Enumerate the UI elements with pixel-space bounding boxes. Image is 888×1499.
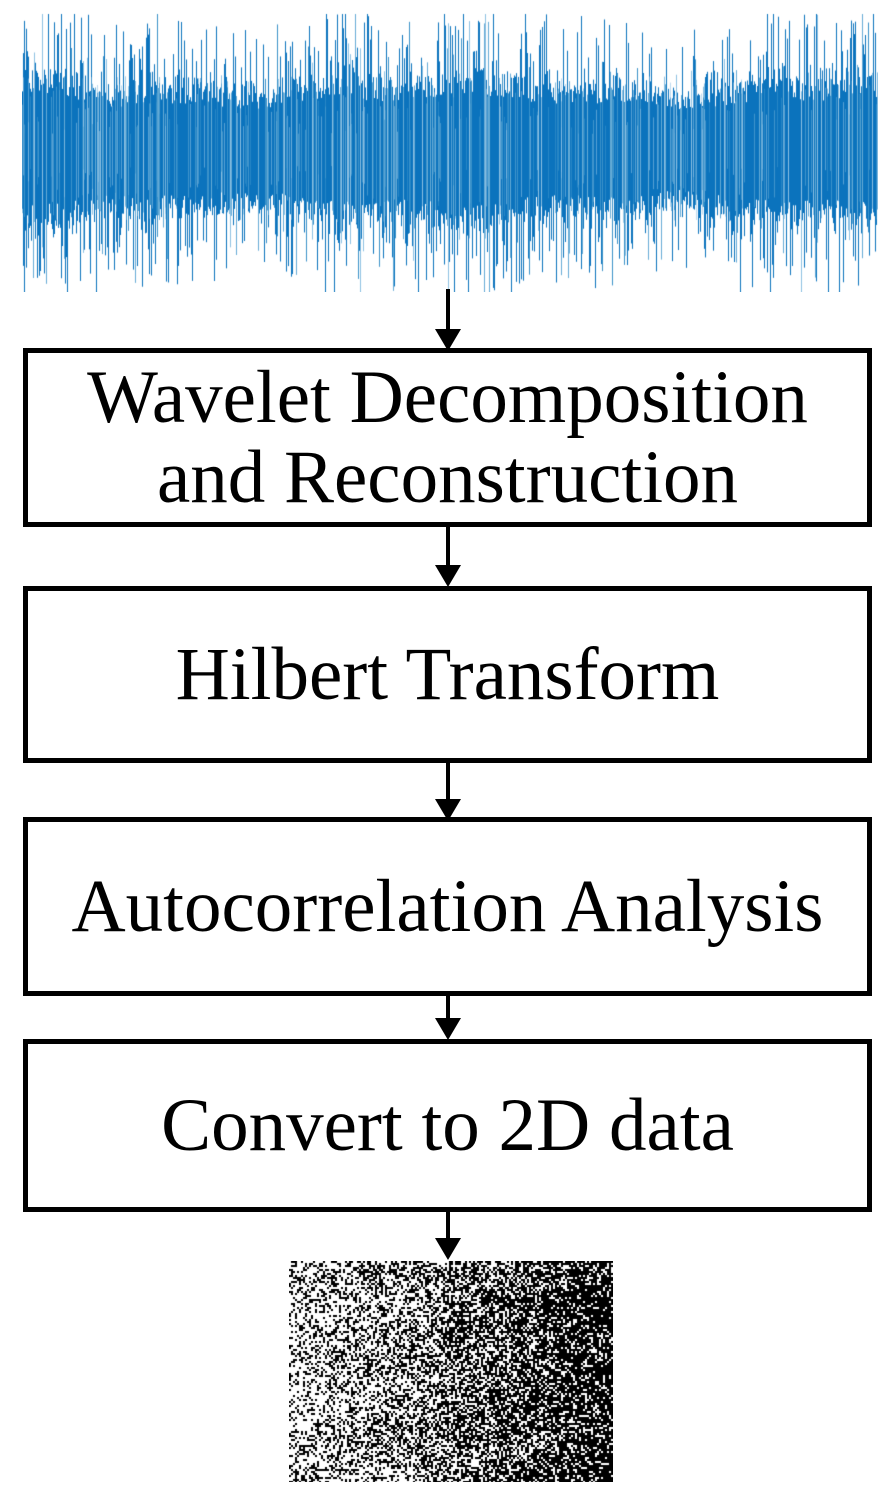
arrow-stem xyxy=(445,289,450,329)
input-signal-waveform xyxy=(22,8,878,292)
arrow-head-icon xyxy=(434,565,461,587)
arrow-head-icon xyxy=(434,329,461,351)
flow-step-convert-to-2d: Convert to 2D data xyxy=(23,1039,872,1212)
arrow-stem xyxy=(445,763,450,799)
flow-arrow-3 xyxy=(434,763,461,821)
arrow-stem xyxy=(445,996,450,1018)
arrow-head-icon xyxy=(434,1238,461,1260)
flow-arrow-4 xyxy=(434,996,461,1040)
arrow-head-icon xyxy=(434,1018,461,1040)
arrow-stem xyxy=(445,527,450,565)
output-2d-image xyxy=(289,1261,613,1482)
flow-step-autocorrelation-analysis: Autocorrelation Analysis xyxy=(23,817,872,996)
flow-step-label: Convert to 2D data xyxy=(161,1083,734,1167)
flow-arrow-5 xyxy=(434,1212,461,1260)
flow-step-wavelet-decomposition: Wavelet Decomposition and Reconstruction xyxy=(23,348,872,527)
flow-step-label: Hilbert Transform xyxy=(175,632,720,716)
flow-step-hilbert-transform: Hilbert Transform xyxy=(23,586,872,763)
flow-step-label: Autocorrelation Analysis xyxy=(71,864,824,948)
flow-arrow-2 xyxy=(434,527,461,587)
flow-step-label: Wavelet Decomposition and Reconstruction xyxy=(87,356,808,519)
arrow-head-icon xyxy=(434,799,461,821)
arrow-stem xyxy=(445,1212,450,1238)
flow-arrow-1 xyxy=(434,289,461,351)
